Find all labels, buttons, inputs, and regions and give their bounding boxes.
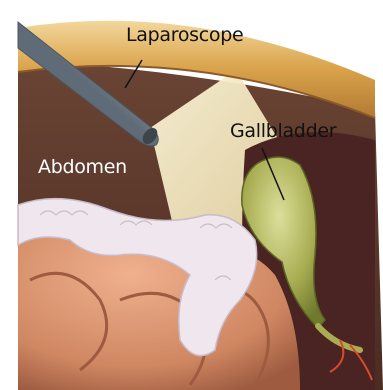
laparoscope-label: Laparoscope	[126, 26, 243, 45]
abdomen-label: Abdomen	[38, 158, 127, 177]
gallbladder-label: Gallbladder	[230, 122, 336, 141]
